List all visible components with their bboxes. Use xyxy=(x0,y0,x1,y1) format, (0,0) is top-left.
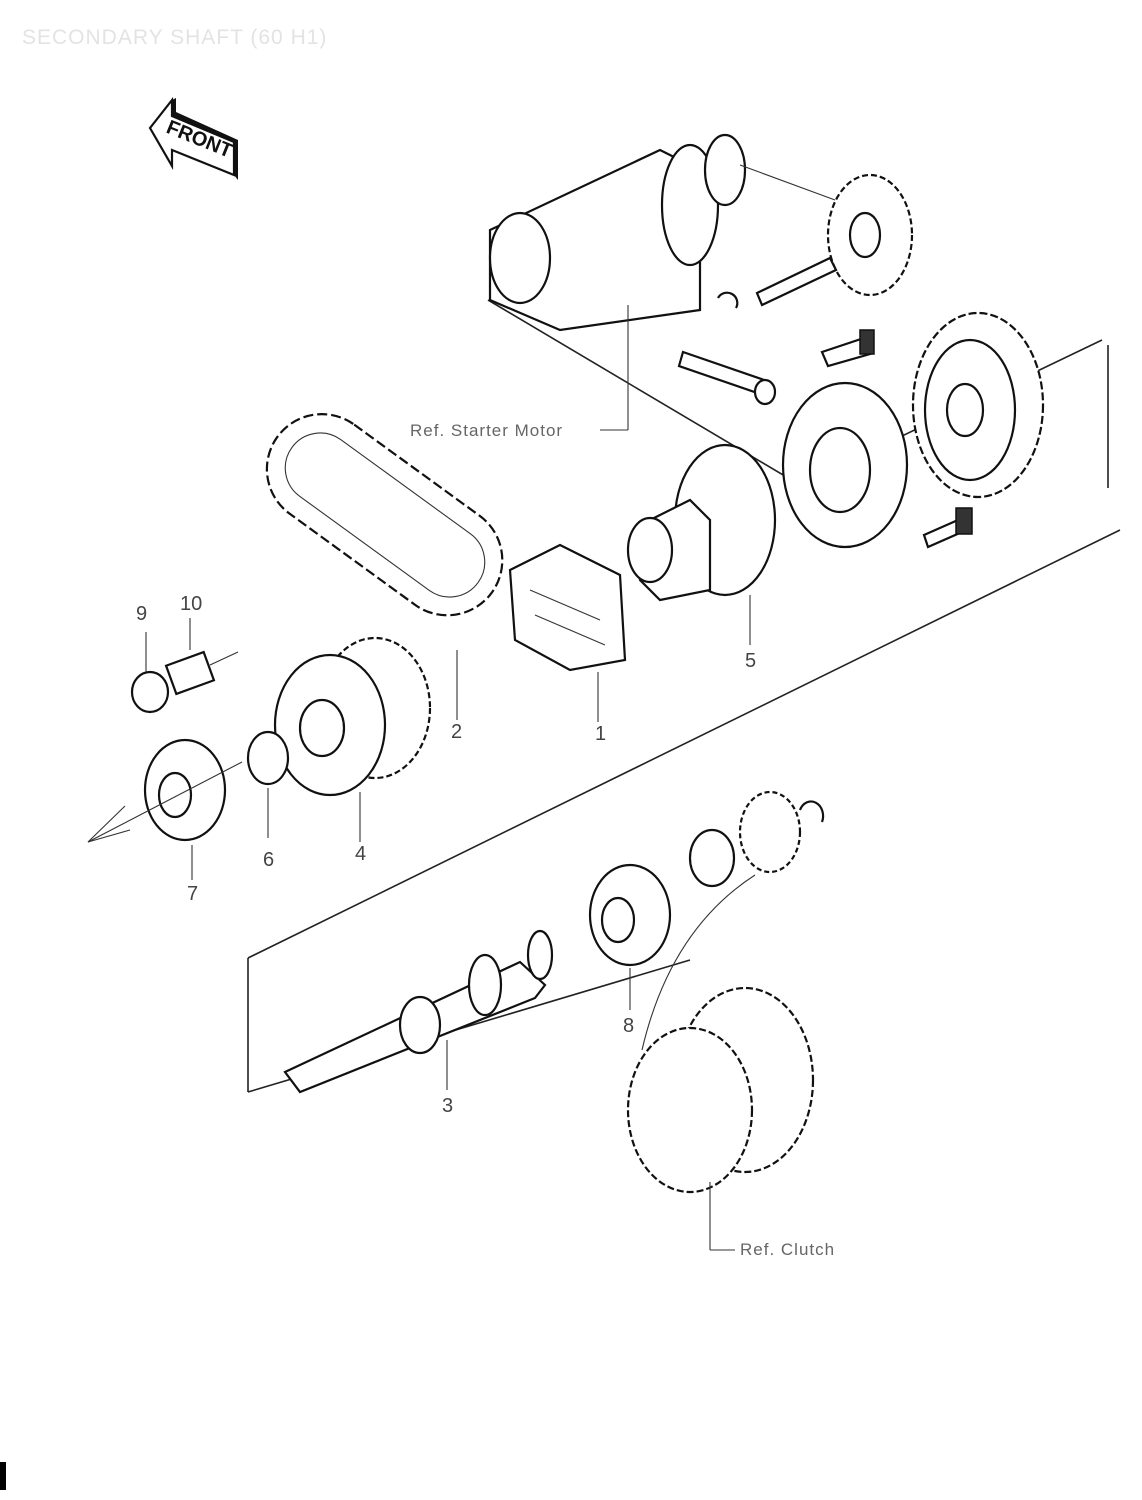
secondary-sprocket xyxy=(273,636,432,797)
callout-6: 6 xyxy=(263,849,274,871)
circlip-ring xyxy=(246,730,290,786)
ref-starter-motor: Ref. Starter Motor xyxy=(410,421,563,440)
callout-8: 8 xyxy=(623,1015,634,1037)
axis-arrow-left xyxy=(87,761,243,843)
callout-7: 7 xyxy=(187,883,198,905)
hardware-pins xyxy=(677,256,973,549)
callout-5: 5 xyxy=(745,650,756,672)
starter-sprocket xyxy=(826,173,914,297)
callout-10: 10 xyxy=(180,593,202,615)
leader-lines xyxy=(145,305,751,1251)
bearing-right xyxy=(588,790,825,967)
drive-chain xyxy=(265,413,504,617)
link-arrow-curve xyxy=(641,874,756,1051)
damper-rubber xyxy=(508,543,627,672)
callout-9: 9 xyxy=(136,603,147,625)
large-sprocket xyxy=(911,311,1045,499)
bearing-left xyxy=(143,738,227,842)
diagram-title: SECONDARY SHAFT (60 H1) xyxy=(22,26,328,49)
callout-3: 3 xyxy=(442,1095,453,1117)
secondary-shaft xyxy=(283,929,554,1094)
clutch-hub-plate xyxy=(781,381,909,549)
starter-motor xyxy=(488,133,836,332)
callout-1: 1 xyxy=(595,723,606,745)
nut-and-bolt xyxy=(130,650,239,714)
coupling-hub xyxy=(626,443,777,602)
page-edge-mark xyxy=(0,1462,6,1490)
clutch-housing xyxy=(626,986,815,1194)
callout-2: 2 xyxy=(451,721,462,743)
ref-clutch: Ref. Clutch xyxy=(740,1240,835,1259)
callout-4: 4 xyxy=(355,843,366,865)
front-direction-badge: FRONT xyxy=(148,96,238,180)
